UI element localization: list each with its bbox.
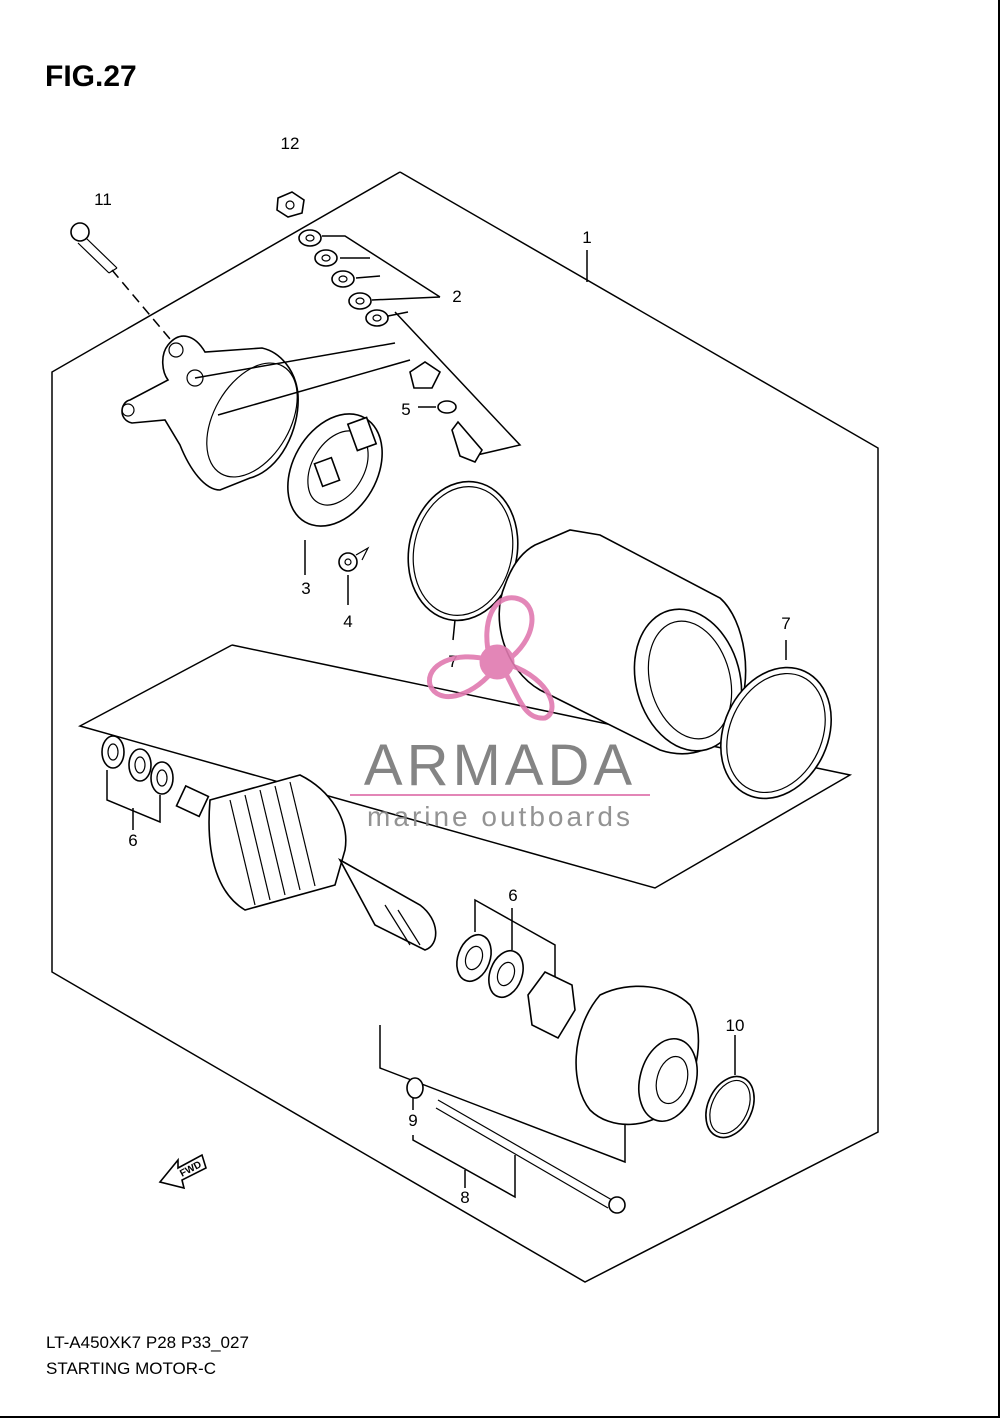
callout-4: 4	[343, 612, 352, 631]
front-bracket	[575, 985, 700, 1126]
through-bolt-8	[379, 1025, 626, 1214]
callout-9: 9	[408, 1111, 417, 1130]
brush-spring-4	[338, 546, 370, 605]
yoke-housing	[498, 529, 747, 755]
nut-12	[276, 191, 305, 218]
fwd-label: FWD	[178, 1159, 203, 1179]
watermark-logo: ARMADA marine outboards	[350, 595, 650, 832]
callout-1: 1	[582, 228, 591, 247]
brush-holder-3	[287, 413, 383, 575]
propeller-logo-icon	[427, 595, 555, 721]
callout-6-left: 6	[128, 831, 137, 850]
bolt-11	[70, 222, 176, 346]
armature	[175, 774, 437, 951]
fwd-arrow-icon: FWD	[158, 1153, 207, 1190]
callout-10: 10	[726, 1016, 745, 1035]
callout-8: 8	[460, 1188, 469, 1207]
callout-7-upper: 7	[448, 652, 457, 671]
washer-set-6-right	[456, 898, 576, 1040]
end-cover-housing	[121, 335, 411, 491]
callout-6-right: 6	[508, 886, 517, 905]
figure-title: FIG.27	[45, 60, 137, 93]
o-ring-10	[705, 1035, 755, 1139]
figure-caption: STARTING MOTOR-C	[46, 1359, 216, 1378]
washer-stack-2	[298, 229, 522, 456]
watermark-tagline: marine outboards	[367, 801, 633, 832]
callout-11: 11	[94, 190, 112, 209]
callout-5: 5	[401, 400, 410, 419]
callout-3: 3	[301, 579, 310, 598]
terminal-bolt-5	[409, 361, 483, 463]
callout-7-lower: 7	[781, 614, 790, 633]
o-ring-7-lower	[720, 640, 832, 800]
washer-set-6-left	[101, 735, 174, 830]
watermark-brand: ARMADA	[364, 733, 636, 798]
model-code: LT-A450XK7 P28 P33_027	[46, 1333, 249, 1352]
assembly-boundary	[51, 171, 879, 1283]
callout-2: 2	[452, 287, 461, 306]
callout-12: 12	[281, 134, 300, 153]
